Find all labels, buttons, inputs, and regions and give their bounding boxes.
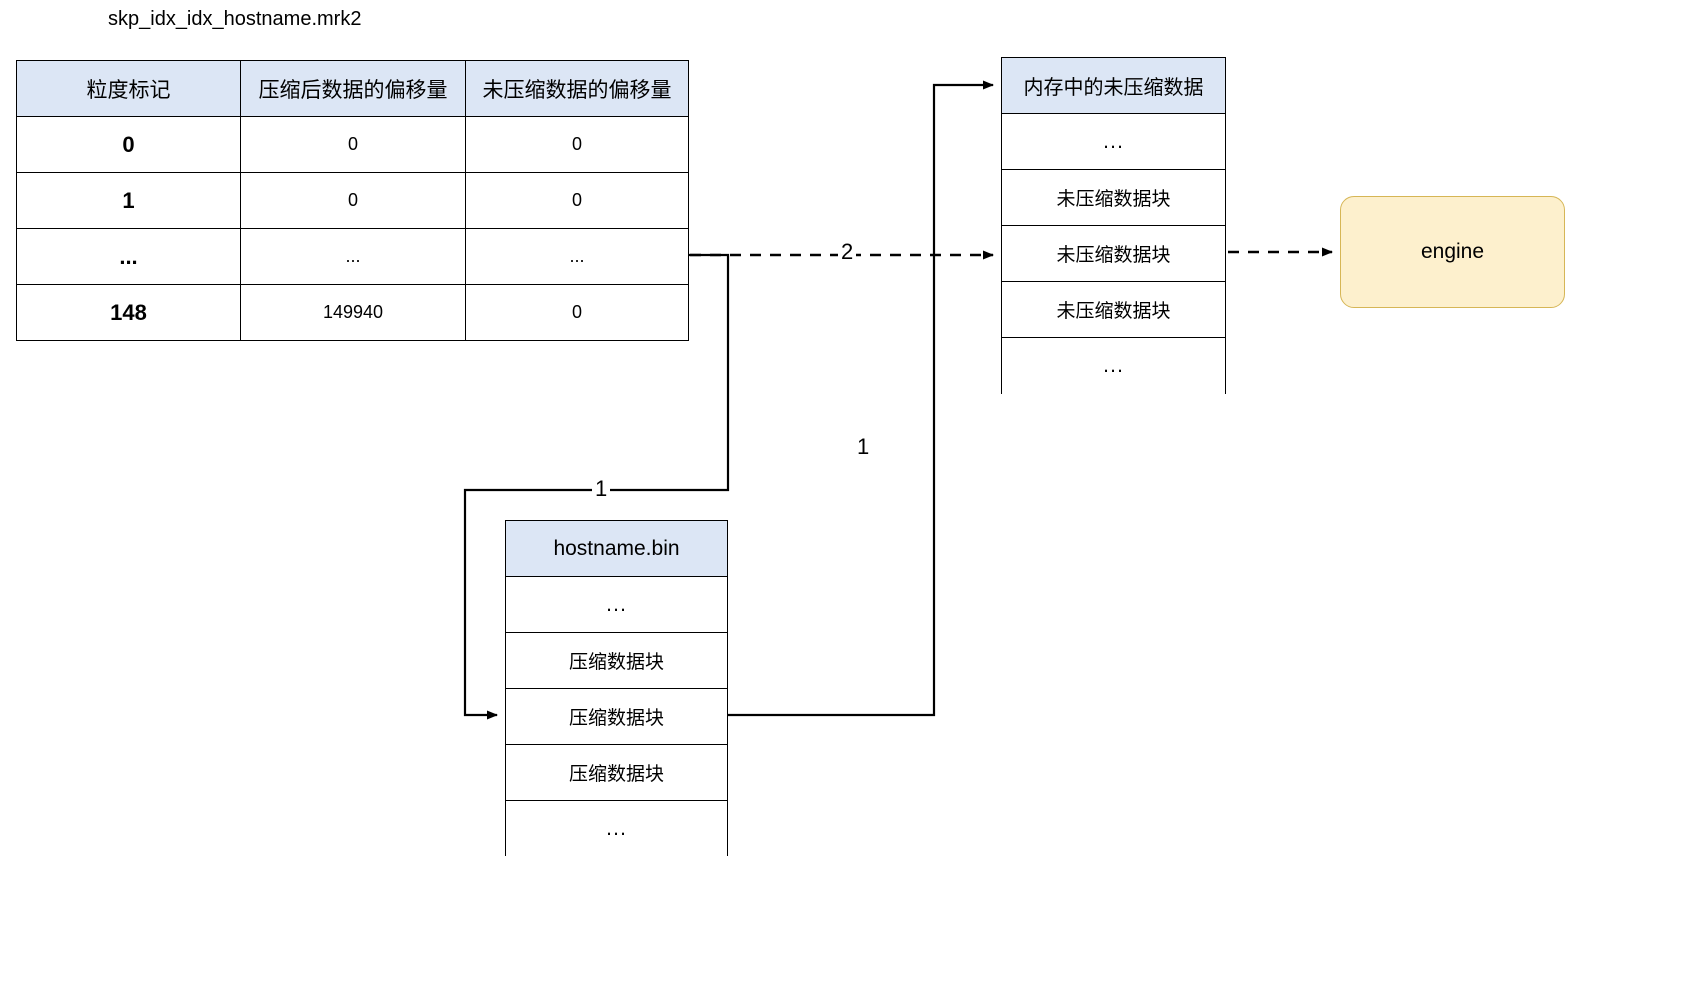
engine-label: engine (1420, 240, 1485, 263)
memory-row-block: 未压缩数据块 (1002, 170, 1225, 226)
memory-uncompressed-box: 内存中的未压缩数据 ... 未压缩数据块 未压缩数据块 未压缩数据块 ... (1001, 57, 1226, 394)
cell-uncompressed-offset: 0 (465, 172, 689, 229)
memory-row-ellipsis-top: ... (1002, 114, 1225, 170)
cell-compressed-offset: 0 (240, 116, 466, 173)
cell-granule: 0 (16, 116, 241, 173)
table-row: 148 149940 0 (16, 284, 689, 341)
binfile-box-title: hostname.bin (506, 521, 727, 577)
cell-uncompressed-offset: ... (465, 228, 689, 285)
cell-uncompressed-offset: 0 (465, 116, 689, 173)
column-header-compressed-offset: 压缩后数据的偏移量 (240, 60, 466, 117)
edge-bin-to-memory (728, 80, 994, 717)
engine-node: engine (1340, 196, 1565, 308)
edge-label-mark-to-bin: 1 (592, 478, 611, 500)
mark-table: 粒度标记 压缩后数据的偏移量 未压缩数据的偏移量 0 0 0 1 0 0 ...… (16, 60, 689, 341)
binfile-row-ellipsis-top: ... (506, 577, 727, 633)
memory-box-title: 内存中的未压缩数据 (1002, 58, 1225, 114)
cell-compressed-offset: ... (240, 228, 466, 285)
cell-compressed-offset: 149940 (240, 284, 466, 341)
page-title: skp_idx_idx_hostname.mrk2 (108, 8, 362, 30)
column-header-granule: 粒度标记 (16, 60, 241, 117)
cell-granule: ... (16, 228, 241, 285)
table-header-row: 粒度标记 压缩后数据的偏移量 未压缩数据的偏移量 (16, 60, 689, 117)
memory-row-block: 未压缩数据块 (1002, 226, 1225, 282)
cell-granule: 148 (16, 284, 241, 341)
table-row: 0 0 0 (16, 116, 689, 173)
hostname-bin-box: hostname.bin ... 压缩数据块 压缩数据块 压缩数据块 ... (505, 520, 728, 857)
cell-granule: 1 (16, 172, 241, 229)
binfile-row-ellipsis-bottom: ... (506, 801, 727, 857)
memory-row-block: 未压缩数据块 (1002, 282, 1225, 338)
table-row: 1 0 0 (16, 172, 689, 229)
memory-row-ellipsis-bottom: ... (1002, 338, 1225, 394)
edge-label-mark-to-memory: 2 (838, 241, 857, 263)
binfile-row-block: 压缩数据块 (506, 745, 727, 801)
binfile-row-block: 压缩数据块 (506, 689, 727, 745)
cell-uncompressed-offset: 0 (465, 284, 689, 341)
binfile-row-block: 压缩数据块 (506, 633, 727, 689)
cell-compressed-offset: 0 (240, 172, 466, 229)
edge-label-bin-to-memory: 1 (854, 436, 873, 458)
table-row: ... ... ... (16, 228, 689, 285)
column-header-uncompressed-offset: 未压缩数据的偏移量 (465, 60, 689, 117)
